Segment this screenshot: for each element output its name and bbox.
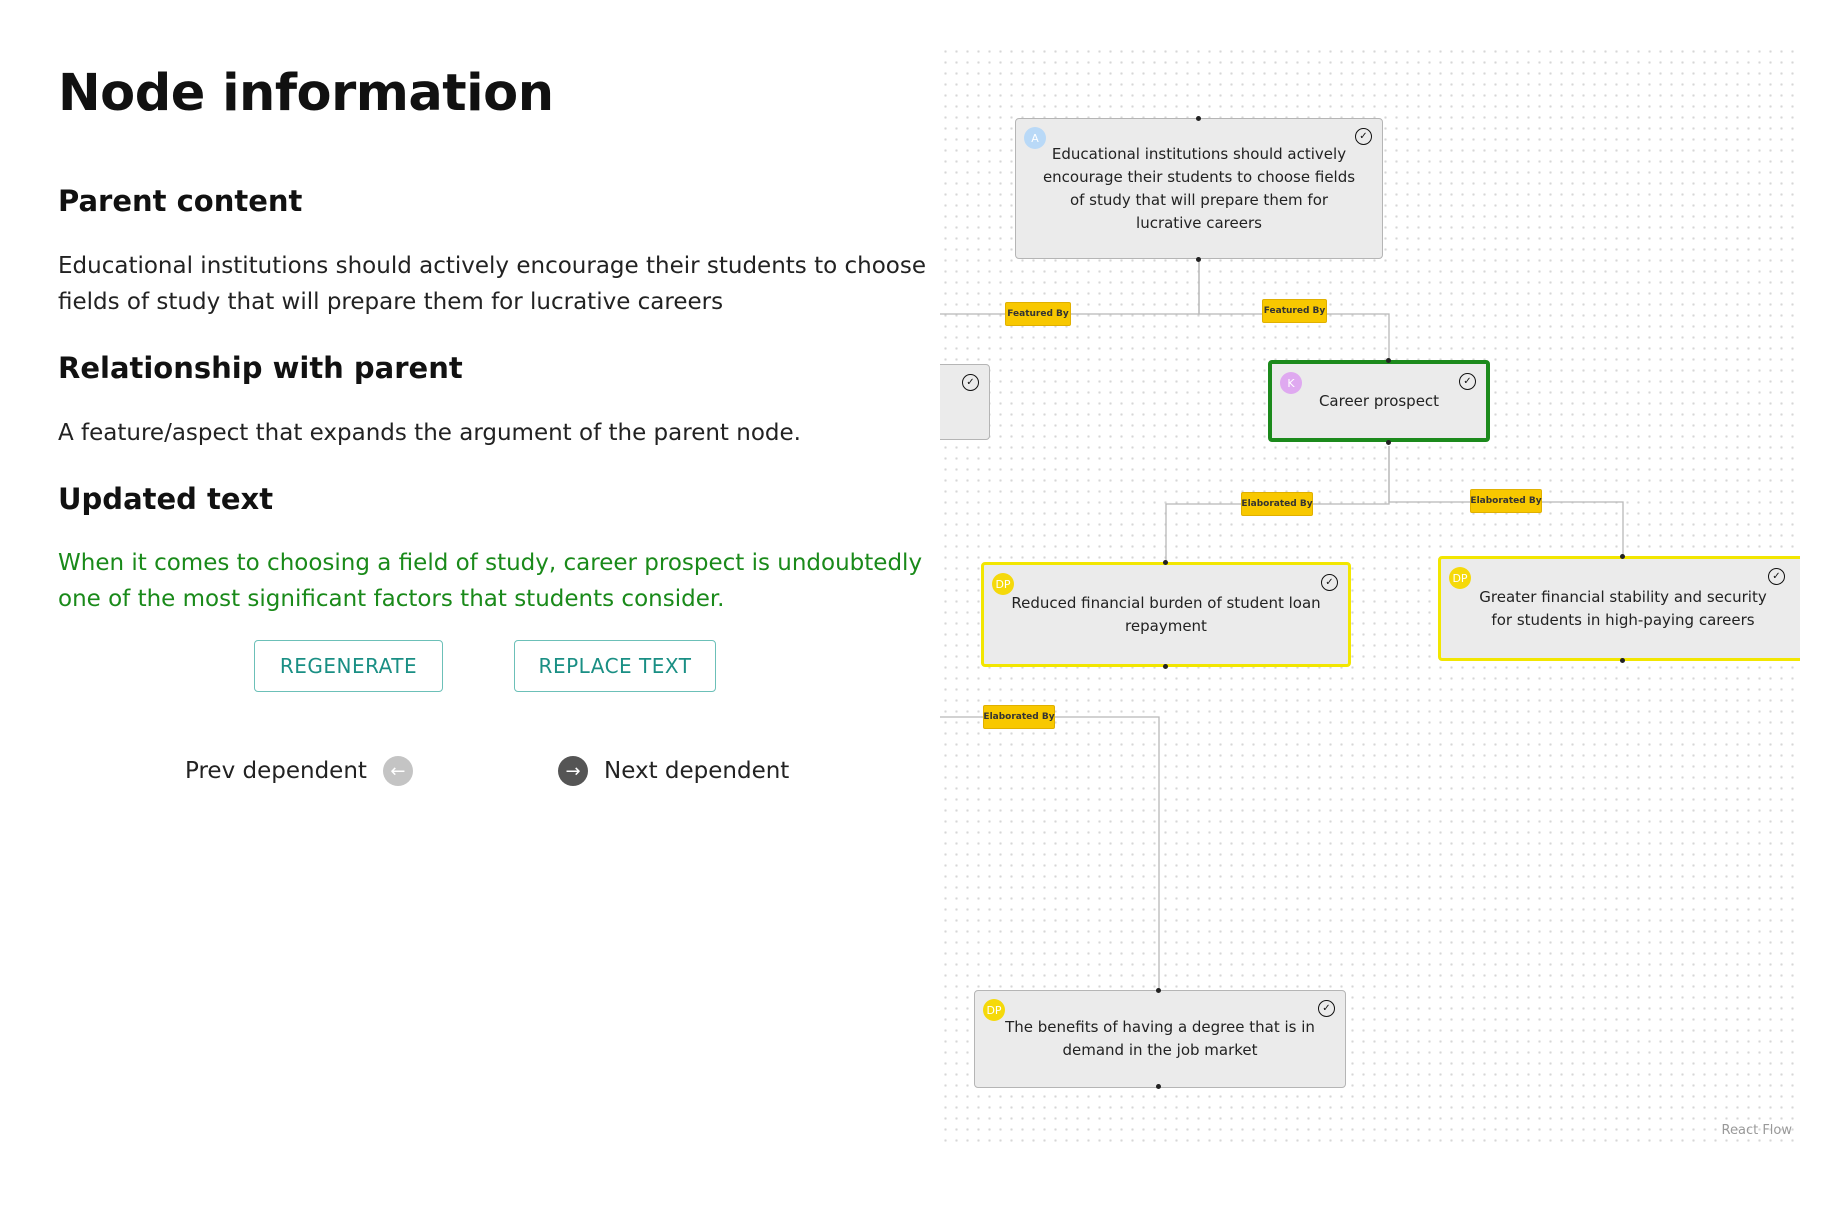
flow-node-benefits[interactable]: DP ✓ The benefits of having a degree tha… [974, 990, 1346, 1088]
next-dependent-link[interactable]: → Next dependent [558, 756, 789, 786]
node-badge: DP [992, 573, 1014, 595]
edge-label-elaborated-low[interactable]: Elaborated By [983, 705, 1055, 729]
node-badge: DP [1449, 567, 1471, 589]
edge-low-benefits [940, 716, 1160, 990]
edge-label-elaborated-left[interactable]: Elaborated By [1241, 492, 1313, 516]
check-circle-icon[interactable]: ✓ [1355, 128, 1372, 145]
flow-canvas[interactable]: Featured By Featured By Elaborated By El… [940, 46, 1800, 1144]
node-handle[interactable] [1386, 358, 1391, 363]
prev-dependent-link[interactable]: Prev dependent ← [185, 756, 413, 786]
node-text: The benefits of having a degree that is … [1005, 1018, 1315, 1059]
node-handle[interactable] [1620, 658, 1625, 663]
updated-text: When it comes to choosing a field of stu… [58, 550, 923, 612]
node-handle[interactable] [1163, 560, 1168, 565]
node-badge: A [1024, 127, 1046, 149]
replace-text-button[interactable]: REPLACE TEXT [514, 640, 716, 692]
node-badge: DP [983, 999, 1005, 1021]
relationship-text: A feature/aspect that expands the argume… [58, 420, 801, 446]
flow-node-reduced-burden[interactable]: DP ✓ Reduced financial burden of student… [981, 562, 1351, 667]
edge-label-featured-right[interactable]: Featured By [1262, 299, 1327, 323]
edge-label-featured-left[interactable]: Featured By [1005, 302, 1071, 326]
node-handle[interactable] [1196, 116, 1201, 121]
node-handle[interactable] [1386, 440, 1391, 445]
check-circle-icon[interactable]: ✓ [1318, 1000, 1335, 1017]
node-handle[interactable] [1196, 257, 1201, 262]
check-circle-icon[interactable]: ✓ [1459, 373, 1476, 390]
next-dependent-label: Next dependent [604, 758, 790, 784]
prev-dependent-label: Prev dependent [185, 758, 367, 784]
node-handle[interactable] [1156, 988, 1161, 993]
check-circle-icon[interactable]: ✓ [1768, 568, 1785, 585]
edge-label-elaborated-right[interactable]: Elaborated By [1470, 489, 1542, 513]
arrow-right-icon[interactable]: → [558, 756, 588, 786]
node-handle[interactable] [1156, 1084, 1161, 1089]
node-badge: K [1280, 372, 1302, 394]
arrow-left-icon[interactable]: ← [382, 756, 413, 786]
relationship-heading: Relationship with parent [58, 351, 463, 385]
parent-content-text: Educational institutions should actively… [58, 253, 926, 315]
node-text: Greater financial stability and security… [1479, 587, 1767, 629]
flow-node-greater-stability[interactable]: DP ✓ Greater financial stability and sec… [1438, 556, 1800, 661]
node-text: Reduced financial burden of student loan… [1011, 593, 1321, 635]
react-flow-attribution[interactable]: React Flow [1721, 1123, 1792, 1138]
updated-text-heading: Updated text [58, 482, 274, 516]
flow-node-partial[interactable]: ✓ [940, 364, 990, 440]
regenerate-button[interactable]: REGENERATE [254, 640, 443, 692]
check-circle-icon[interactable]: ✓ [962, 374, 979, 391]
flow-node-career-prospect[interactable]: K ✓ Career prospect [1268, 360, 1490, 442]
parent-content-heading: Parent content [58, 184, 303, 218]
node-handle[interactable] [1620, 554, 1625, 559]
flow-node-root[interactable]: A ✓ Educational institutions should acti… [1015, 118, 1383, 259]
node-text: Career prospect [1318, 391, 1440, 410]
node-handle[interactable] [1163, 664, 1168, 669]
node-text: Educational institutions should actively… [1042, 144, 1356, 232]
page-title: Node information [58, 64, 554, 123]
node-info-panel: Node information Parent content Educatio… [58, 64, 926, 786]
check-circle-icon[interactable]: ✓ [1321, 574, 1338, 591]
